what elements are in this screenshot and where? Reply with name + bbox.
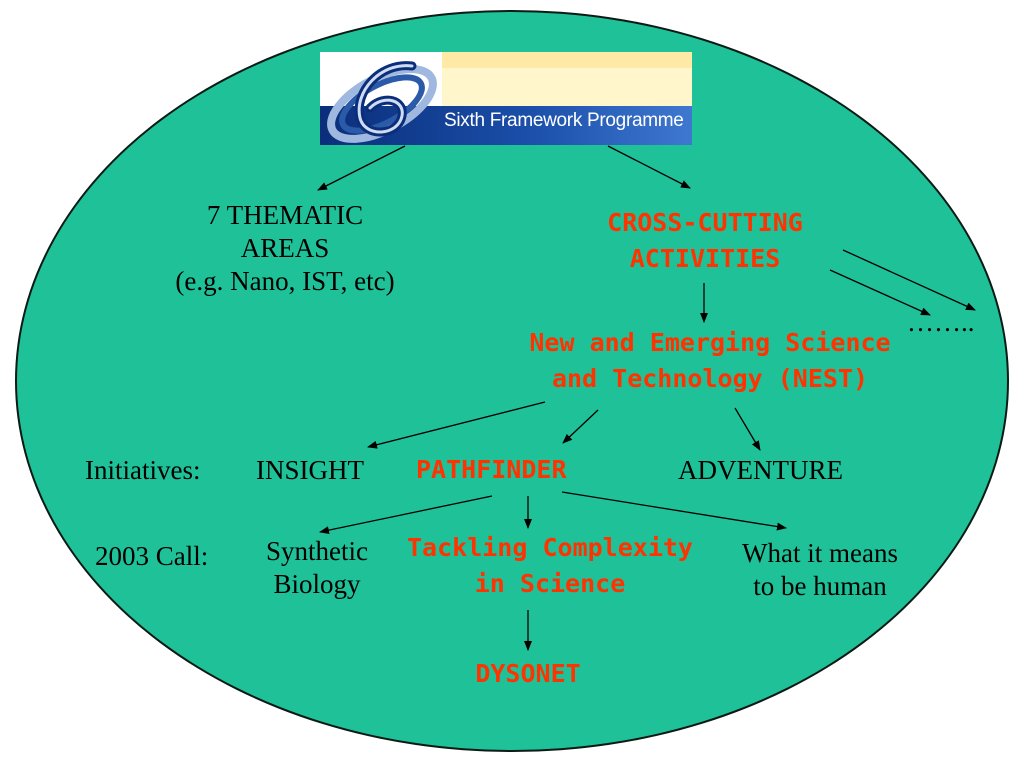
- tackling-line-2: in Science: [474, 569, 626, 598]
- tackling-line-1: Tackling Complexity: [407, 533, 693, 562]
- initiatives-label: Initiatives:: [85, 455, 201, 485]
- fp6-logo: Sixth Framework Programme: [320, 52, 692, 145]
- arrow-logo-to-thematic: [317, 145, 406, 191]
- thematic-line-1: 7 THEMATIC: [206, 200, 364, 230]
- arrow-cross-to-more-2: [829, 269, 931, 316]
- arrow-nest-to-pathfinder: [562, 409, 599, 444]
- human-line-1: What it means: [742, 538, 898, 568]
- thematic-line-2: AREAS: [240, 233, 330, 263]
- logo-text: Sixth Framework Programme: [444, 110, 684, 131]
- cross-cutting-line-2: ACTIVITIES: [629, 244, 781, 273]
- node-ellipsis: ……..: [907, 307, 975, 337]
- node-insight: INSIGHT: [256, 455, 364, 485]
- nest-line-1: New and Emerging Science: [529, 328, 891, 357]
- thematic-line-3: (e.g. Nano, IST, etc): [175, 266, 395, 296]
- logo-stripe-light: [442, 68, 692, 106]
- arrow-nest-to-adventure: [734, 407, 761, 451]
- synthetic-line-1: Synthetic: [266, 536, 368, 566]
- node-synthetic-biology: Synthetic Biology: [250, 535, 384, 601]
- node-pathfinder: PATHFINDER: [416, 455, 567, 484]
- arrow-cross-to-more-1: [842, 249, 976, 311]
- arrow-logo-to-cross-cutting: [607, 145, 691, 189]
- logo-six-icon: [327, 61, 437, 143]
- node-adventure: ADVENTURE: [678, 455, 843, 485]
- logo-stripe: [442, 52, 692, 68]
- node-tackling-complexity: Tackling Complexity in Science: [385, 530, 715, 602]
- node-human: What it means to be human: [714, 537, 926, 603]
- synthetic-line-2: Biology: [273, 569, 361, 599]
- node-nest: New and Emerging Science and Technology …: [470, 325, 950, 397]
- node-dysonet: DYSONET: [475, 659, 581, 688]
- nest-line-2: and Technology (NEST): [551, 364, 869, 393]
- call-label: 2003 Call:: [95, 541, 209, 571]
- human-line-2: to be human: [753, 571, 887, 601]
- arrow-pathfinder-to-human: [561, 491, 787, 531]
- node-cross-cutting: CROSS-CUTTING ACTIVITIES: [540, 205, 870, 277]
- arrow-nest-to-insight: [367, 401, 546, 449]
- node-thematic-areas: 7 THEMATIC AREAS (e.g. Nano, IST, etc): [140, 199, 430, 298]
- arrow-pathfinder-to-synthetic: [319, 495, 493, 535]
- cross-cutting-line-1: CROSS-CUTTING: [607, 208, 803, 237]
